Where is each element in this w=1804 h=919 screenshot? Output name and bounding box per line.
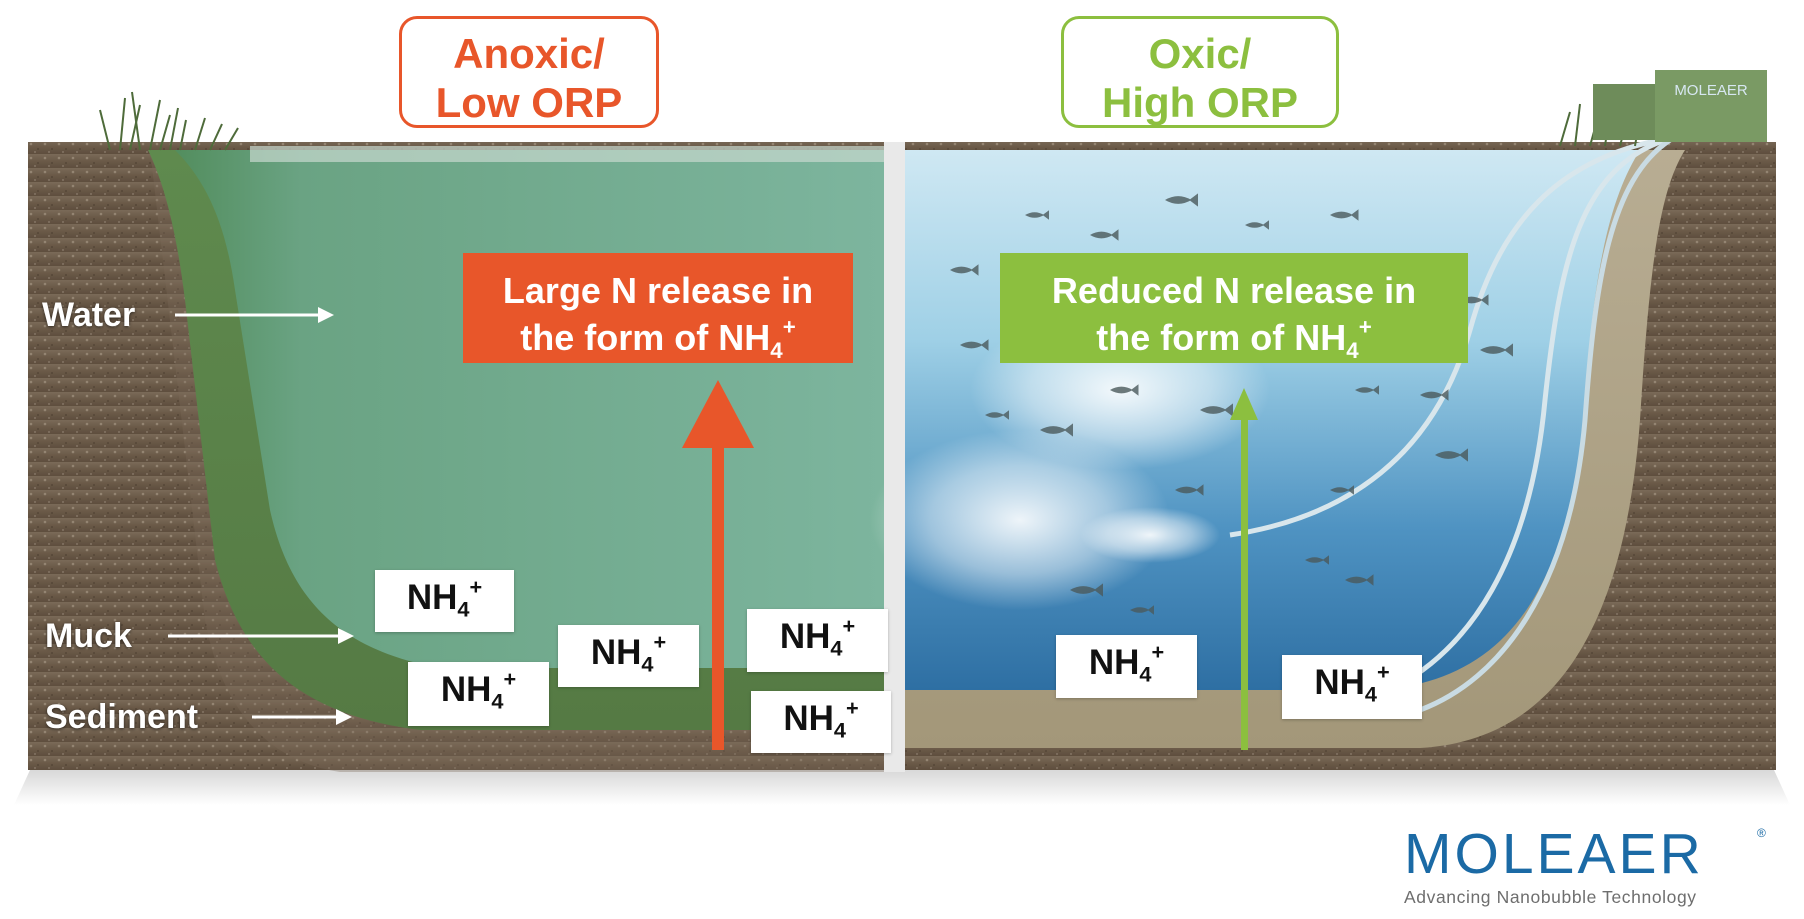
registered-mark: ® [1757,826,1766,840]
nh4-box-4: NH4+ [747,609,888,672]
bubble-plume-jet [1080,507,1220,563]
pipe-2 [1388,137,1666,693]
oxic-header-line1: Oxic/ [1148,30,1252,77]
fish [1090,229,1119,241]
pointer-sediment [252,709,352,725]
surface-scum [250,146,885,162]
arrow-reduced-release [1230,388,1258,750]
device-label: MOLEAER [1674,82,1748,99]
fish [1175,484,1204,496]
nh4-box-7: NH4+ [1282,655,1422,719]
pointer-muck [168,628,354,644]
reduced-release-box: Reduced N release in the form of NH4+ [1000,253,1468,363]
fish [1245,220,1269,230]
fish [1200,403,1233,417]
fish [1070,583,1103,597]
fish [1480,343,1513,357]
fish [1330,209,1359,221]
fish [1355,385,1379,395]
large-release-line2: the form of NH4+ [520,314,796,363]
label-sediment: Sediment [45,698,199,736]
nh4-box-5: NH4+ [751,691,891,753]
anoxic-header-line2: Low ORP [435,79,623,126]
fish [1025,210,1049,220]
logo-wordmark: MOLEAER [1404,822,1704,886]
pipe-3 [1419,137,1672,713]
nh4-box-6: NH4+ [1056,635,1197,698]
fish [1110,384,1139,396]
anoxic-header-line1: Anoxic/ [453,30,605,77]
reduced-release-line2: the form of NH4+ [1096,314,1372,363]
reduced-release-line1: Reduced N release in [1051,270,1417,311]
fish [1040,423,1073,437]
moleaer-logo: MOLEAER ® Advancing Nanobubble Technolog… [1404,824,1766,908]
oxic-header: Oxic/ High ORP [1061,16,1339,128]
nh4-box-1: NH4+ [375,570,514,632]
pipe-1 [1229,137,1661,538]
logo-tagline: Advancing Nanobubble Technology [1404,887,1697,907]
fish [1130,605,1154,615]
grass-left [99,91,239,151]
nh4-box-2: NH4+ [558,625,699,687]
arrow-large-release [682,380,754,750]
fish [950,264,979,276]
fish [985,410,1009,420]
ground-shadow [14,770,1790,805]
fish [1165,193,1198,207]
fish [1420,389,1449,401]
fish [1345,574,1374,586]
fish [960,339,989,351]
fish [1305,555,1329,565]
anoxic-header: Anoxic/ Low ORP [399,16,659,128]
divider [884,142,905,772]
nh4-box-3: NH4+ [408,662,549,726]
label-water: Water [42,296,136,334]
aeration-device: MOLEAER [1593,70,1767,142]
large-release-line1: Large N release in [502,270,814,311]
oxic-header-line2: High ORP [1102,79,1298,126]
large-release-box: Large N release in the form of NH4+ [463,253,853,363]
fish [1435,448,1468,462]
fish [1330,485,1354,495]
bubble-plume-lower [870,430,1170,610]
pointer-water [175,307,334,323]
label-muck: Muck [45,617,132,655]
